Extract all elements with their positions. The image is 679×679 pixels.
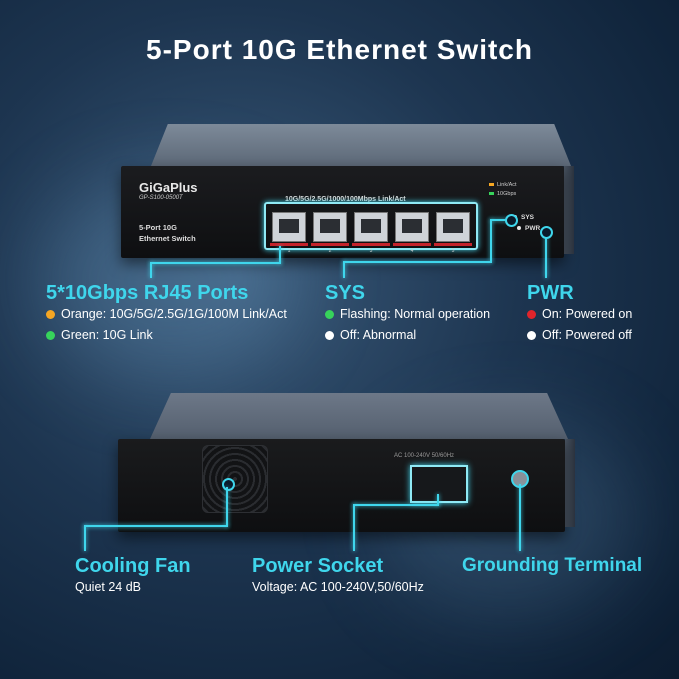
port-header-label: 10G/5G/2.5G/1000/100Mbps Link/Act <box>285 196 406 203</box>
white-dot-icon <box>325 331 334 340</box>
orange-dot-icon <box>46 310 55 319</box>
switch-side <box>564 166 574 254</box>
grounding-terminal-heading: Grounding Terminal <box>462 555 643 576</box>
rj45-port[interactable]: 4 <box>393 212 431 254</box>
pwr-heading: PWR <box>527 282 574 304</box>
callout-line-sys <box>490 219 492 262</box>
led-legend-linkact: Link/Act <box>489 182 517 188</box>
pwr-led: PWR <box>517 225 540 232</box>
callout-line-power <box>353 504 439 506</box>
switch-back-panel: AC 100-240V 50/60Hz <box>118 439 565 532</box>
rj45-port-group: 1 2 3 4 5 <box>264 202 478 254</box>
green-dot-icon <box>46 331 55 340</box>
callout-line-rj45 <box>279 246 281 264</box>
switch-front-panel: GiGaPlus GP-S100-0500T 5-Port 10G Ethern… <box>121 166 564 258</box>
power-socket-sub: Voltage: AC 100-240V,50/60Hz <box>252 580 424 594</box>
cooling-fan-heading: Cooling Fan <box>75 555 191 577</box>
callout-marker <box>540 226 553 239</box>
callout-line-power <box>353 504 355 551</box>
socket-rating-label: AC 100-240V 50/60Hz <box>394 453 455 459</box>
model-number: GP-S100-0500T <box>139 195 183 201</box>
callout-line-fan <box>226 487 228 527</box>
green-dot-icon <box>325 310 334 319</box>
page-title: 5-Port 10G Ethernet Switch <box>146 34 533 65</box>
callout-line-power <box>437 494 439 506</box>
power-socket-heading: Power Socket <box>252 555 384 577</box>
sys-item-off: Off: Abnormal <box>325 328 416 342</box>
rj45-port[interactable]: 5 <box>434 212 472 254</box>
callout-line-sys <box>343 261 492 263</box>
rj45-item-green: Green: 10G Link <box>46 328 153 342</box>
rj45-port[interactable]: 2 <box>311 212 349 254</box>
callout-marker <box>505 214 518 227</box>
callout-line-fan <box>84 525 86 551</box>
sys-heading: SYS <box>325 282 366 304</box>
power-socket[interactable] <box>410 465 468 503</box>
led-legend-10gbps: 10Gbps <box>489 191 516 197</box>
white-dot-icon <box>527 331 536 340</box>
pwr-item-off: Off: Powered off <box>527 328 632 342</box>
device-label: 5-Port 10G Ethernet Switch <box>139 223 196 243</box>
callout-line-fan <box>84 525 228 527</box>
switch-back-side <box>565 439 575 527</box>
callout-line-ground <box>519 484 521 551</box>
callout-marker <box>222 478 235 491</box>
callout-line-rj45 <box>150 262 152 278</box>
pwr-item-on: On: Powered on <box>527 307 632 321</box>
rj45-item-orange: Orange: 10G/5G/2.5G/1G/100M Link/Act <box>46 307 287 321</box>
rj45-port[interactable]: 1 <box>270 212 308 254</box>
red-dot-icon <box>527 310 536 319</box>
callout-line-pwr <box>545 231 547 278</box>
switch-top-cover <box>151 124 571 166</box>
rj45-port[interactable]: 3 <box>352 212 390 254</box>
sys-item-flashing: Flashing: Normal operation <box>325 307 490 321</box>
cooling-fan-icon <box>202 445 268 513</box>
rj45-heading: 5*10Gbps RJ45 Ports <box>46 282 249 304</box>
callout-line-rj45 <box>150 262 281 264</box>
switch-back-top-cover <box>150 393 568 439</box>
cooling-fan-sub: Quiet 24 dB <box>75 580 142 594</box>
callout-line-sys <box>490 219 510 221</box>
brand-logo: GiGaPlus <box>139 180 198 195</box>
callout-line-sys <box>343 261 345 278</box>
